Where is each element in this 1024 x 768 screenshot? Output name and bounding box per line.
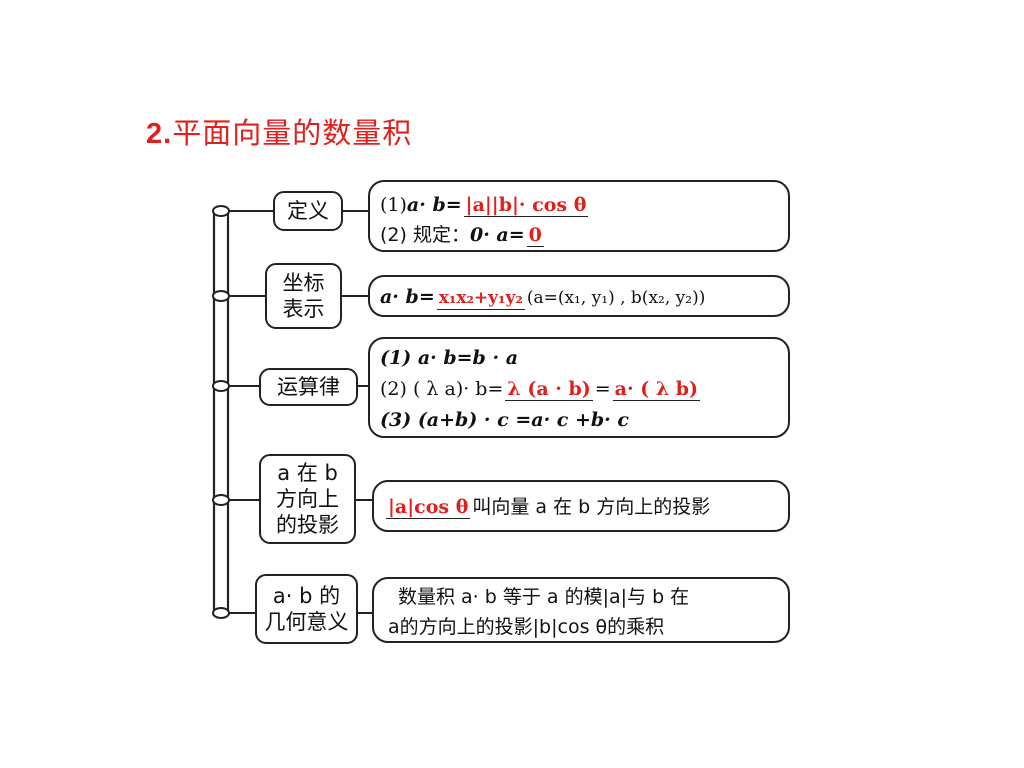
definition-line2-answer: 0 xyxy=(526,224,544,247)
category-laws-label: 运算律 xyxy=(277,375,340,399)
category-definition: 定义 xyxy=(273,191,343,231)
laws-line2-prefix: (2) ( λ a)· b= xyxy=(380,378,504,400)
category-coordinate: 坐标 表示 xyxy=(265,263,342,329)
projection-text: 叫向量 a 在 b 方向上的投影 xyxy=(472,496,711,518)
category-coordinate-line1: 坐标 xyxy=(282,271,325,295)
category-projection-line1: a 在 b xyxy=(277,461,338,485)
laws-line1-text: (1) a· b=b · a xyxy=(380,347,519,369)
laws-line2-answer1: λ (a · b) xyxy=(505,378,593,401)
definition-line1-expr: a· b= xyxy=(406,194,462,216)
box-geometric: 数量积 a· b 等于 a 的模|a|与 b 在 a的方向上的投影|b|cos … xyxy=(372,577,790,643)
category-laws: 运算律 xyxy=(259,368,358,406)
coordinate-expr: a· b= xyxy=(380,286,435,308)
coordinate-line: a· b= x₁x₂+y₁y₂ (a=(x₁, y₁) , b(x₂, y₂)) xyxy=(380,284,705,311)
laws-line1: (1) a· b=b · a xyxy=(380,345,518,371)
category-geometric-line1: a· b 的 xyxy=(272,584,341,608)
definition-line2: (2) 规定： 0· a= 0 xyxy=(380,222,546,248)
box-definition: (1) a· b= |a||b|· cos θ (2) 规定： 0· a= 0 xyxy=(368,180,790,252)
laws-line2-eq: = xyxy=(594,378,611,400)
category-geometric-line2: 几何意义 xyxy=(264,610,349,634)
page-title: 2.平面向量的数量积 xyxy=(146,110,412,152)
laws-line2: (2) ( λ a)· b= λ (a · b) = a· ( λ b) xyxy=(380,376,702,402)
definition-line1: (1) a· b= |a||b|· cos θ xyxy=(380,192,590,218)
category-coordinate-line2: 表示 xyxy=(282,297,325,321)
definition-line2-prefix: (2) 规定： xyxy=(380,224,470,246)
projection-answer: |a|cos θ xyxy=(386,496,471,519)
coordinate-condition: (a=(x₁, y₁) , b(x₂, y₂)) xyxy=(526,288,706,308)
geometric-line1-text: 数量积 a· b 等于 a 的模|a|与 b 在 xyxy=(398,586,690,608)
laws-line3-text: (3) (a+b) · c =a· c +b· c xyxy=(380,409,629,431)
laws-line3: (3) (a+b) · c =a· c +b· c xyxy=(380,407,629,433)
laws-line2-answer2: a· ( λ b) xyxy=(612,378,701,401)
definition-line2-expr: 0· a= xyxy=(469,224,525,246)
definition-line1-answer: |a||b|· cos θ xyxy=(463,194,589,217)
box-projection: |a|cos θ 叫向量 a 在 b 方向上的投影 xyxy=(372,480,790,532)
box-laws: (1) a· b=b · a (2) ( λ a)· b= λ (a · b) … xyxy=(368,337,790,438)
category-geometric: a· b 的 几何意义 xyxy=(255,574,358,644)
definition-line1-prefix: (1) xyxy=(380,194,407,216)
category-definition-label: 定义 xyxy=(287,199,329,223)
projection-line: |a|cos θ 叫向量 a 在 b 方向上的投影 xyxy=(384,494,710,520)
title-number: 2. xyxy=(146,118,173,150)
category-projection: a 在 b 方向上 的投影 xyxy=(259,454,356,544)
category-projection-line3: 的投影 xyxy=(276,513,339,537)
category-projection-line2: 方向上 xyxy=(276,487,339,511)
geometric-line2: a的方向上的投影|b|cos θ的乘积 xyxy=(388,614,664,640)
coordinate-answer: x₁x₂+y₁y₂ xyxy=(436,288,525,310)
geometric-line2-text: a的方向上的投影|b|cos θ的乘积 xyxy=(388,616,665,638)
box-coordinate: a· b= x₁x₂+y₁y₂ (a=(x₁, y₁) , b(x₂, y₂)) xyxy=(368,275,790,317)
title-text: 平面向量的数量积 xyxy=(172,116,413,150)
geometric-line1: 数量积 a· b 等于 a 的模|a|与 b 在 xyxy=(398,584,689,610)
